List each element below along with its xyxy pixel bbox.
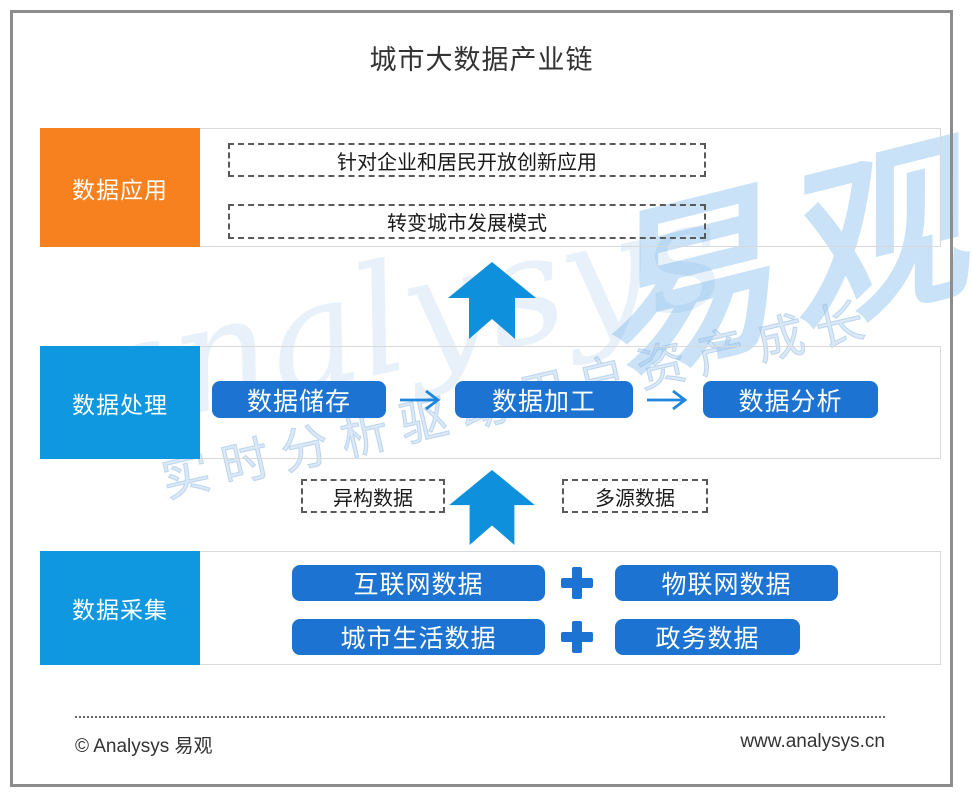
collection-internet-data: 互联网数据 (292, 565, 545, 601)
collection-government-data: 政务数据 (615, 619, 800, 655)
plus-icon (561, 567, 593, 599)
processing-step-machining: 数据加工 (455, 381, 633, 418)
footer-website: www.analysys.cn (740, 731, 885, 752)
up-arrow-icon (449, 470, 535, 545)
processing-step-analysis: 数据分析 (703, 381, 878, 418)
outer-border-frame (10, 10, 953, 787)
footer-copyright: © Analysys 易观 (75, 736, 213, 757)
plus-icon (561, 621, 593, 653)
right-arrow-icon (647, 389, 688, 411)
application-row-label: 数据应用 (40, 128, 200, 247)
right-arrow-icon (400, 389, 441, 411)
collection-city-life-data: 城市生活数据 (292, 619, 545, 655)
heterogeneous-data-tag: 异构数据 (301, 479, 445, 513)
collection-row-label: 数据采集 (40, 551, 200, 665)
footer-divider (75, 716, 885, 718)
processing-step-storage: 数据储存 (212, 381, 386, 418)
page-title: 城市大数据产业链 (369, 45, 594, 75)
application-item-2: 转变城市发展模式 (228, 204, 706, 239)
multi-source-data-tag: 多源数据 (562, 479, 708, 513)
collection-iot-data: 物联网数据 (615, 565, 838, 601)
up-arrow-icon (448, 262, 536, 339)
processing-row-label: 数据处理 (40, 346, 200, 459)
application-item-1: 针对企业和居民开放创新应用 (228, 143, 706, 177)
